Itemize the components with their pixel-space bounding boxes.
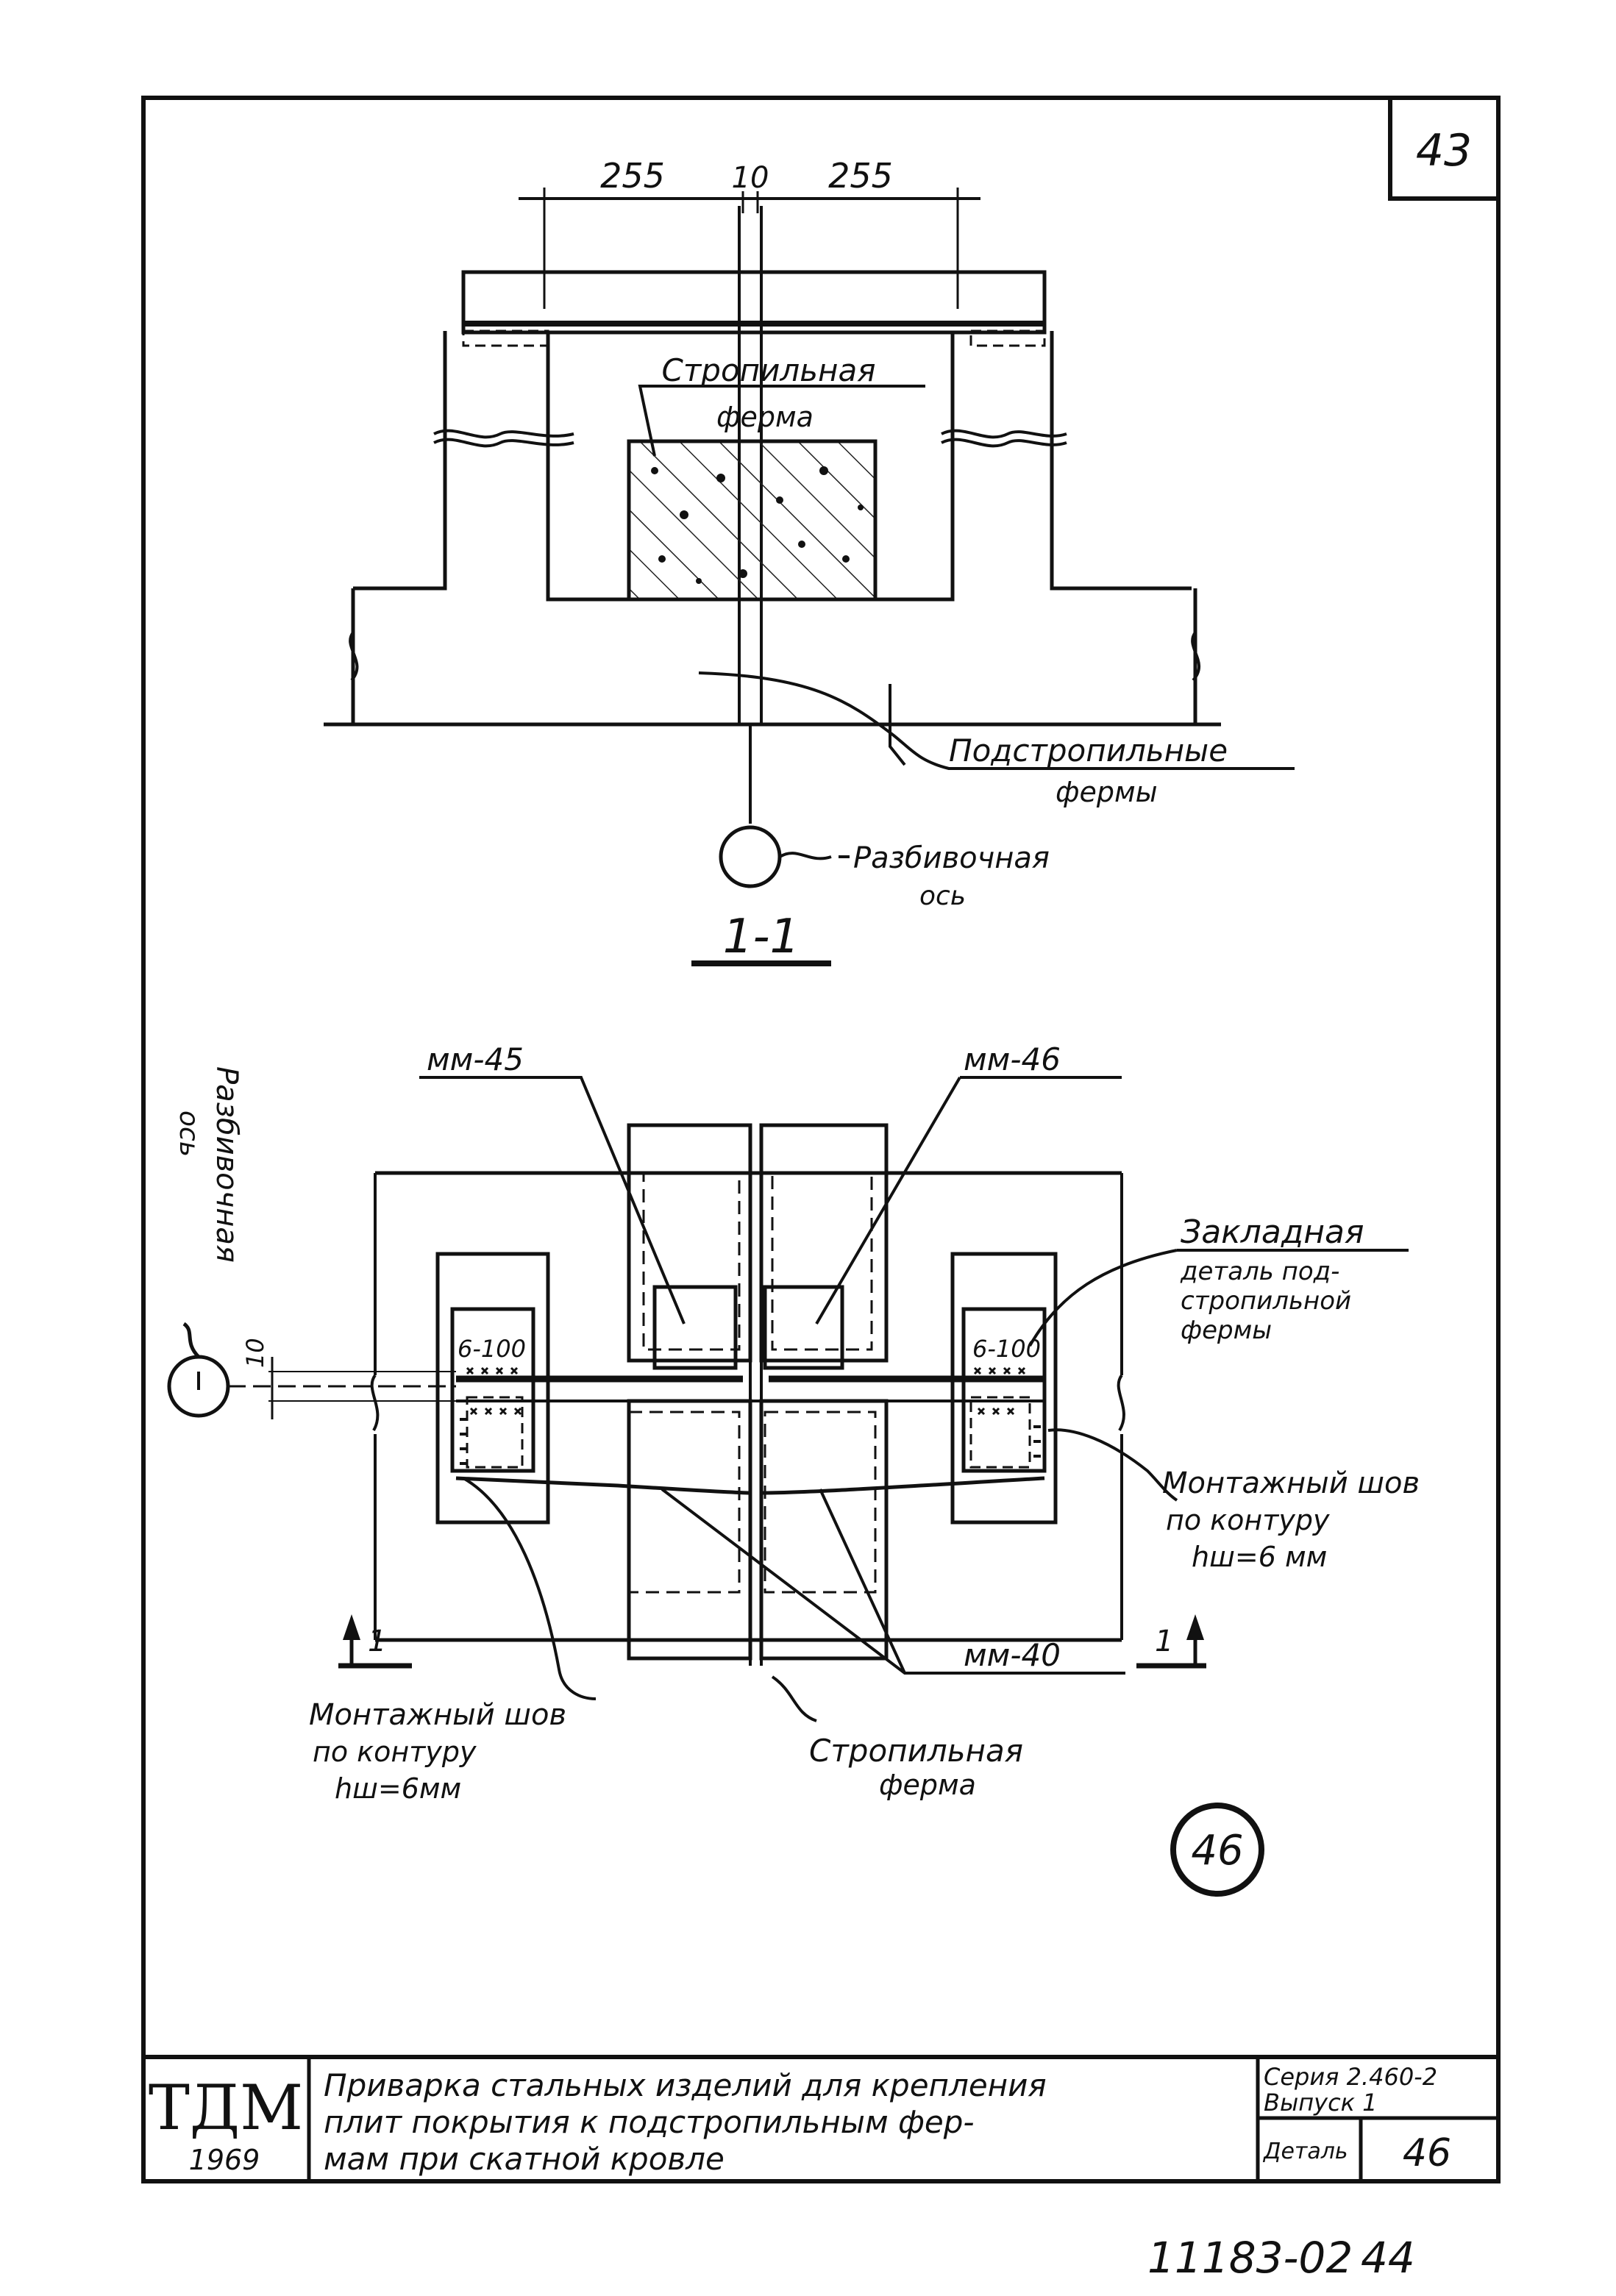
logo: ТДМ	[149, 2072, 303, 2144]
truss-label-1: Стропильная	[662, 352, 876, 388]
section-mark: 1-1	[723, 910, 800, 964]
plan-view	[167, 1123, 1125, 1666]
sheet-frame	[141, 96, 1501, 2183]
axis-vertical-1: Разбивочная	[210, 1066, 243, 1263]
cut-left: 1	[368, 1625, 386, 1658]
series-line-2: Выпуск 1	[1264, 2089, 1378, 2117]
plan-truss-2: ферма	[879, 1769, 976, 1801]
series-line-1: Серия 2.460-2	[1264, 2063, 1437, 2091]
embedded-label-4: фермы	[1181, 1316, 1272, 1345]
weld-left-3: hш=6мм	[335, 1772, 461, 1805]
weld-left-1: Монтажный шов	[309, 1698, 566, 1732]
axis-label-2: ось	[919, 881, 966, 911]
embedded-label-2: деталь под-	[1180, 1257, 1339, 1286]
truss-concrete-section	[627, 439, 878, 602]
detail-number: 46	[1191, 1827, 1243, 1875]
archive-code: 11183-02	[1147, 2233, 1353, 2283]
title-line-2: плит покрытия к подстропильным фер-	[324, 2104, 975, 2140]
embedded-label-1: Закладная	[1181, 1213, 1364, 1251]
weld-marks	[460, 1366, 1041, 1465]
detail-label: Деталь	[1262, 2139, 1348, 2164]
weld-right-1: Монтажный шов	[1162, 1466, 1420, 1500]
label-mm45: мм-45	[427, 1041, 524, 1077]
dim-right: 255	[828, 156, 893, 196]
label-mm40: мм-40	[964, 1637, 1061, 1673]
title-line-3: мам при скатной кровле	[324, 2141, 725, 2177]
subtruss-label-1: Подстропильные	[949, 732, 1228, 769]
archive-page: 44	[1361, 2233, 1415, 2283]
page-number-box: 43	[1388, 96, 1501, 201]
embedded-label-3: стропильной	[1181, 1286, 1351, 1316]
dim-gap: 10	[732, 161, 769, 195]
page-number: 43	[1416, 125, 1472, 177]
cut-right: 1	[1155, 1625, 1173, 1658]
truss-label-2: ферма	[716, 401, 814, 433]
weld-right-2: по контуру	[1166, 1504, 1330, 1536]
weld-right-small: 6-100	[972, 1335, 1041, 1363]
bottom-code: 11183-02 44	[1147, 2233, 1415, 2283]
title-block	[307, 2057, 1498, 2181]
weld-left-small: 6-100	[458, 1335, 526, 1363]
axis-label-1: Разбивочная	[853, 841, 1050, 875]
detail-value: 46	[1403, 2131, 1451, 2175]
year: 1969	[189, 2144, 260, 2176]
subtruss-label-2: фермы	[1056, 776, 1158, 808]
plan-texts: мм-45 мм-46 мм-40 Разбивочная ось 10 6-1…	[174, 1041, 1420, 1875]
section-texts: 255 10 255 Стропильная ферма Подстропиль…	[600, 156, 1228, 964]
cut-arrows	[343, 1614, 1204, 1640]
plan-truss-1: Стропильная	[809, 1733, 1023, 1769]
weld-right-3: hш=6 мм	[1192, 1541, 1327, 1573]
dim-10: 10	[241, 1338, 269, 1368]
axis-vertical-2: ось	[174, 1110, 204, 1157]
label-mm46: мм-46	[964, 1041, 1061, 1077]
weld-left-2: по контуру	[313, 1736, 477, 1768]
title-block-texts: ТДМ 1969 Приварка стальных изделий для к…	[149, 2063, 1451, 2177]
title-line-1: Приварка стальных изделий для крепления	[324, 2067, 1047, 2103]
section-leaders	[638, 385, 1295, 966]
plan-leaders	[338, 1076, 1409, 1897]
dim-left: 255	[600, 156, 665, 196]
